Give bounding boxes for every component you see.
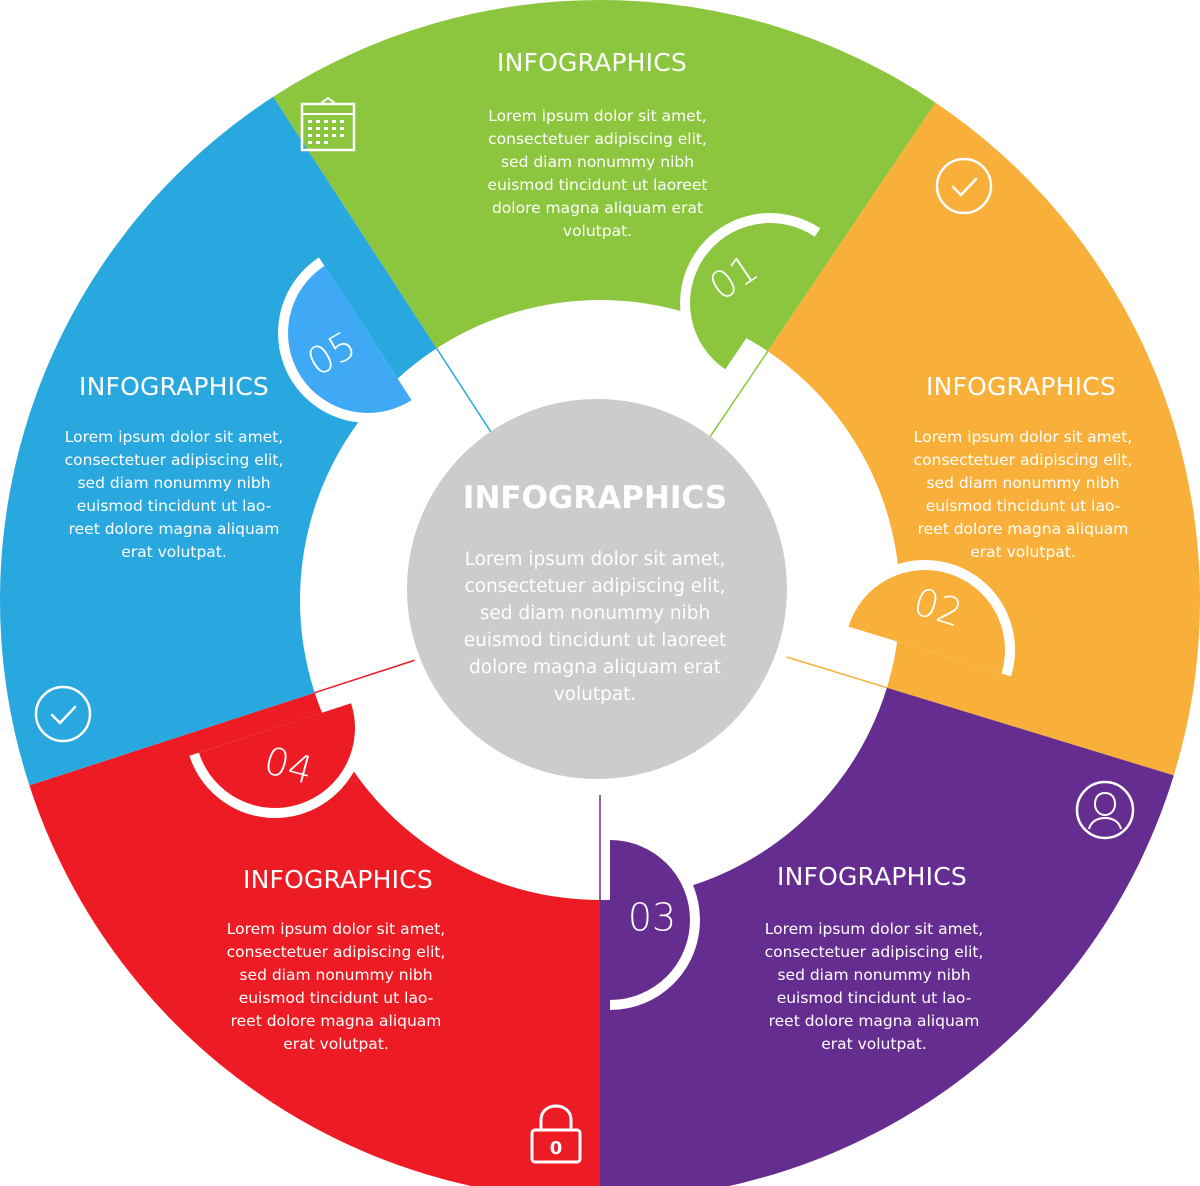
segment-05-shape [0, 96, 437, 786]
segment-02-shape [767, 102, 1200, 776]
connector-line [314, 659, 415, 694]
number-badge-02: 02 [838, 560, 1015, 677]
connector-line [786, 656, 888, 689]
lock-icon: 0 [530, 1104, 582, 1164]
badge-number: 03 [628, 896, 676, 940]
number-badge-03: 03 [610, 830, 700, 1010]
center-title: INFOGRAPHICS [462, 480, 728, 516]
segment-05-body: Lorem ipsum dolor sit amet,consectetuer … [64, 428, 284, 561]
segment-04-title: INFOGRAPHICS [243, 865, 433, 894]
segment-03-shape [600, 687, 1174, 1186]
check-circle-icon [34, 685, 92, 743]
segment-03-title: INFOGRAPHICS [777, 862, 967, 891]
badge-fill [288, 265, 412, 413]
connector-line [708, 350, 769, 439]
segment-01-title: INFOGRAPHICS [497, 48, 687, 77]
connector-line [435, 347, 495, 437]
lock-label: 0 [550, 1138, 563, 1159]
segment-04-shape [29, 692, 600, 1186]
center-circle [407, 399, 787, 779]
badge-fill [610, 840, 690, 1000]
segment-02-title: INFOGRAPHICS [926, 372, 1116, 401]
user-icon [1075, 780, 1135, 840]
segment-05-title: INFOGRAPHICS [79, 372, 269, 401]
segment-01-body: Lorem ipsum dolor sit amet,consectetuer … [487, 107, 708, 240]
segment-04-body: Lorem ipsum dolor sit amet,consectetuer … [226, 920, 446, 1053]
badge-fill [690, 223, 815, 370]
badge-fill [198, 703, 356, 809]
center-body: Lorem ipsum dolor sit amet, consectetuer… [463, 549, 727, 705]
number-badge-01: 01 [680, 213, 821, 378]
badge-fill [848, 570, 1006, 674]
number-badge-05: 05 [278, 257, 418, 423]
check-circle-icon [935, 157, 993, 215]
calendar-icon [300, 96, 356, 152]
segment-03-body: Lorem ipsum dolor sit amet,consectetuer … [764, 920, 984, 1053]
number-badge-04: 04 [189, 700, 365, 818]
segment-02-body: Lorem ipsum dolor sit amet,consectetuer … [913, 428, 1133, 561]
